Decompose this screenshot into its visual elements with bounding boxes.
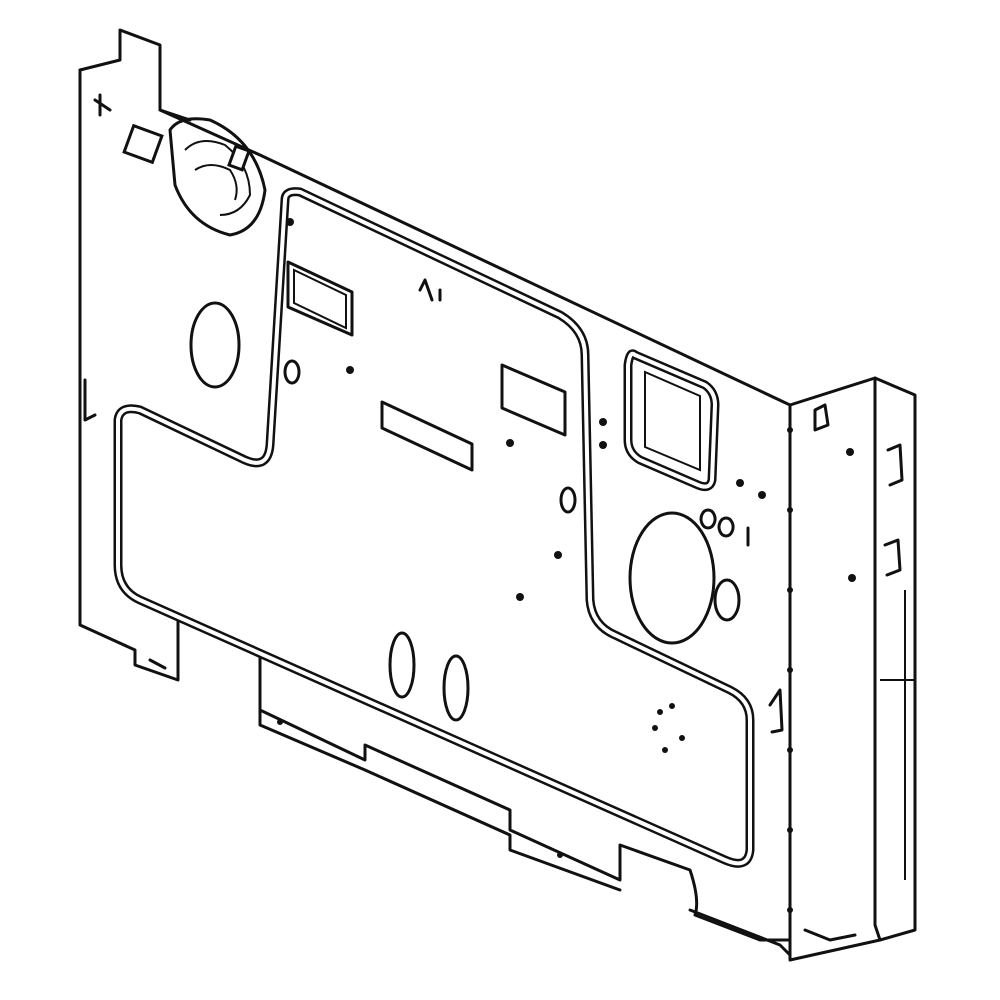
- embossed-channels: [113, 187, 755, 868]
- panel-outline: [78, 28, 917, 962]
- fan-shroud: [122, 117, 267, 237]
- cutouts: [189, 260, 750, 722]
- edge-rivets: [787, 427, 793, 913]
- clips: [83, 93, 904, 942]
- mounting-holes: [277, 218, 856, 858]
